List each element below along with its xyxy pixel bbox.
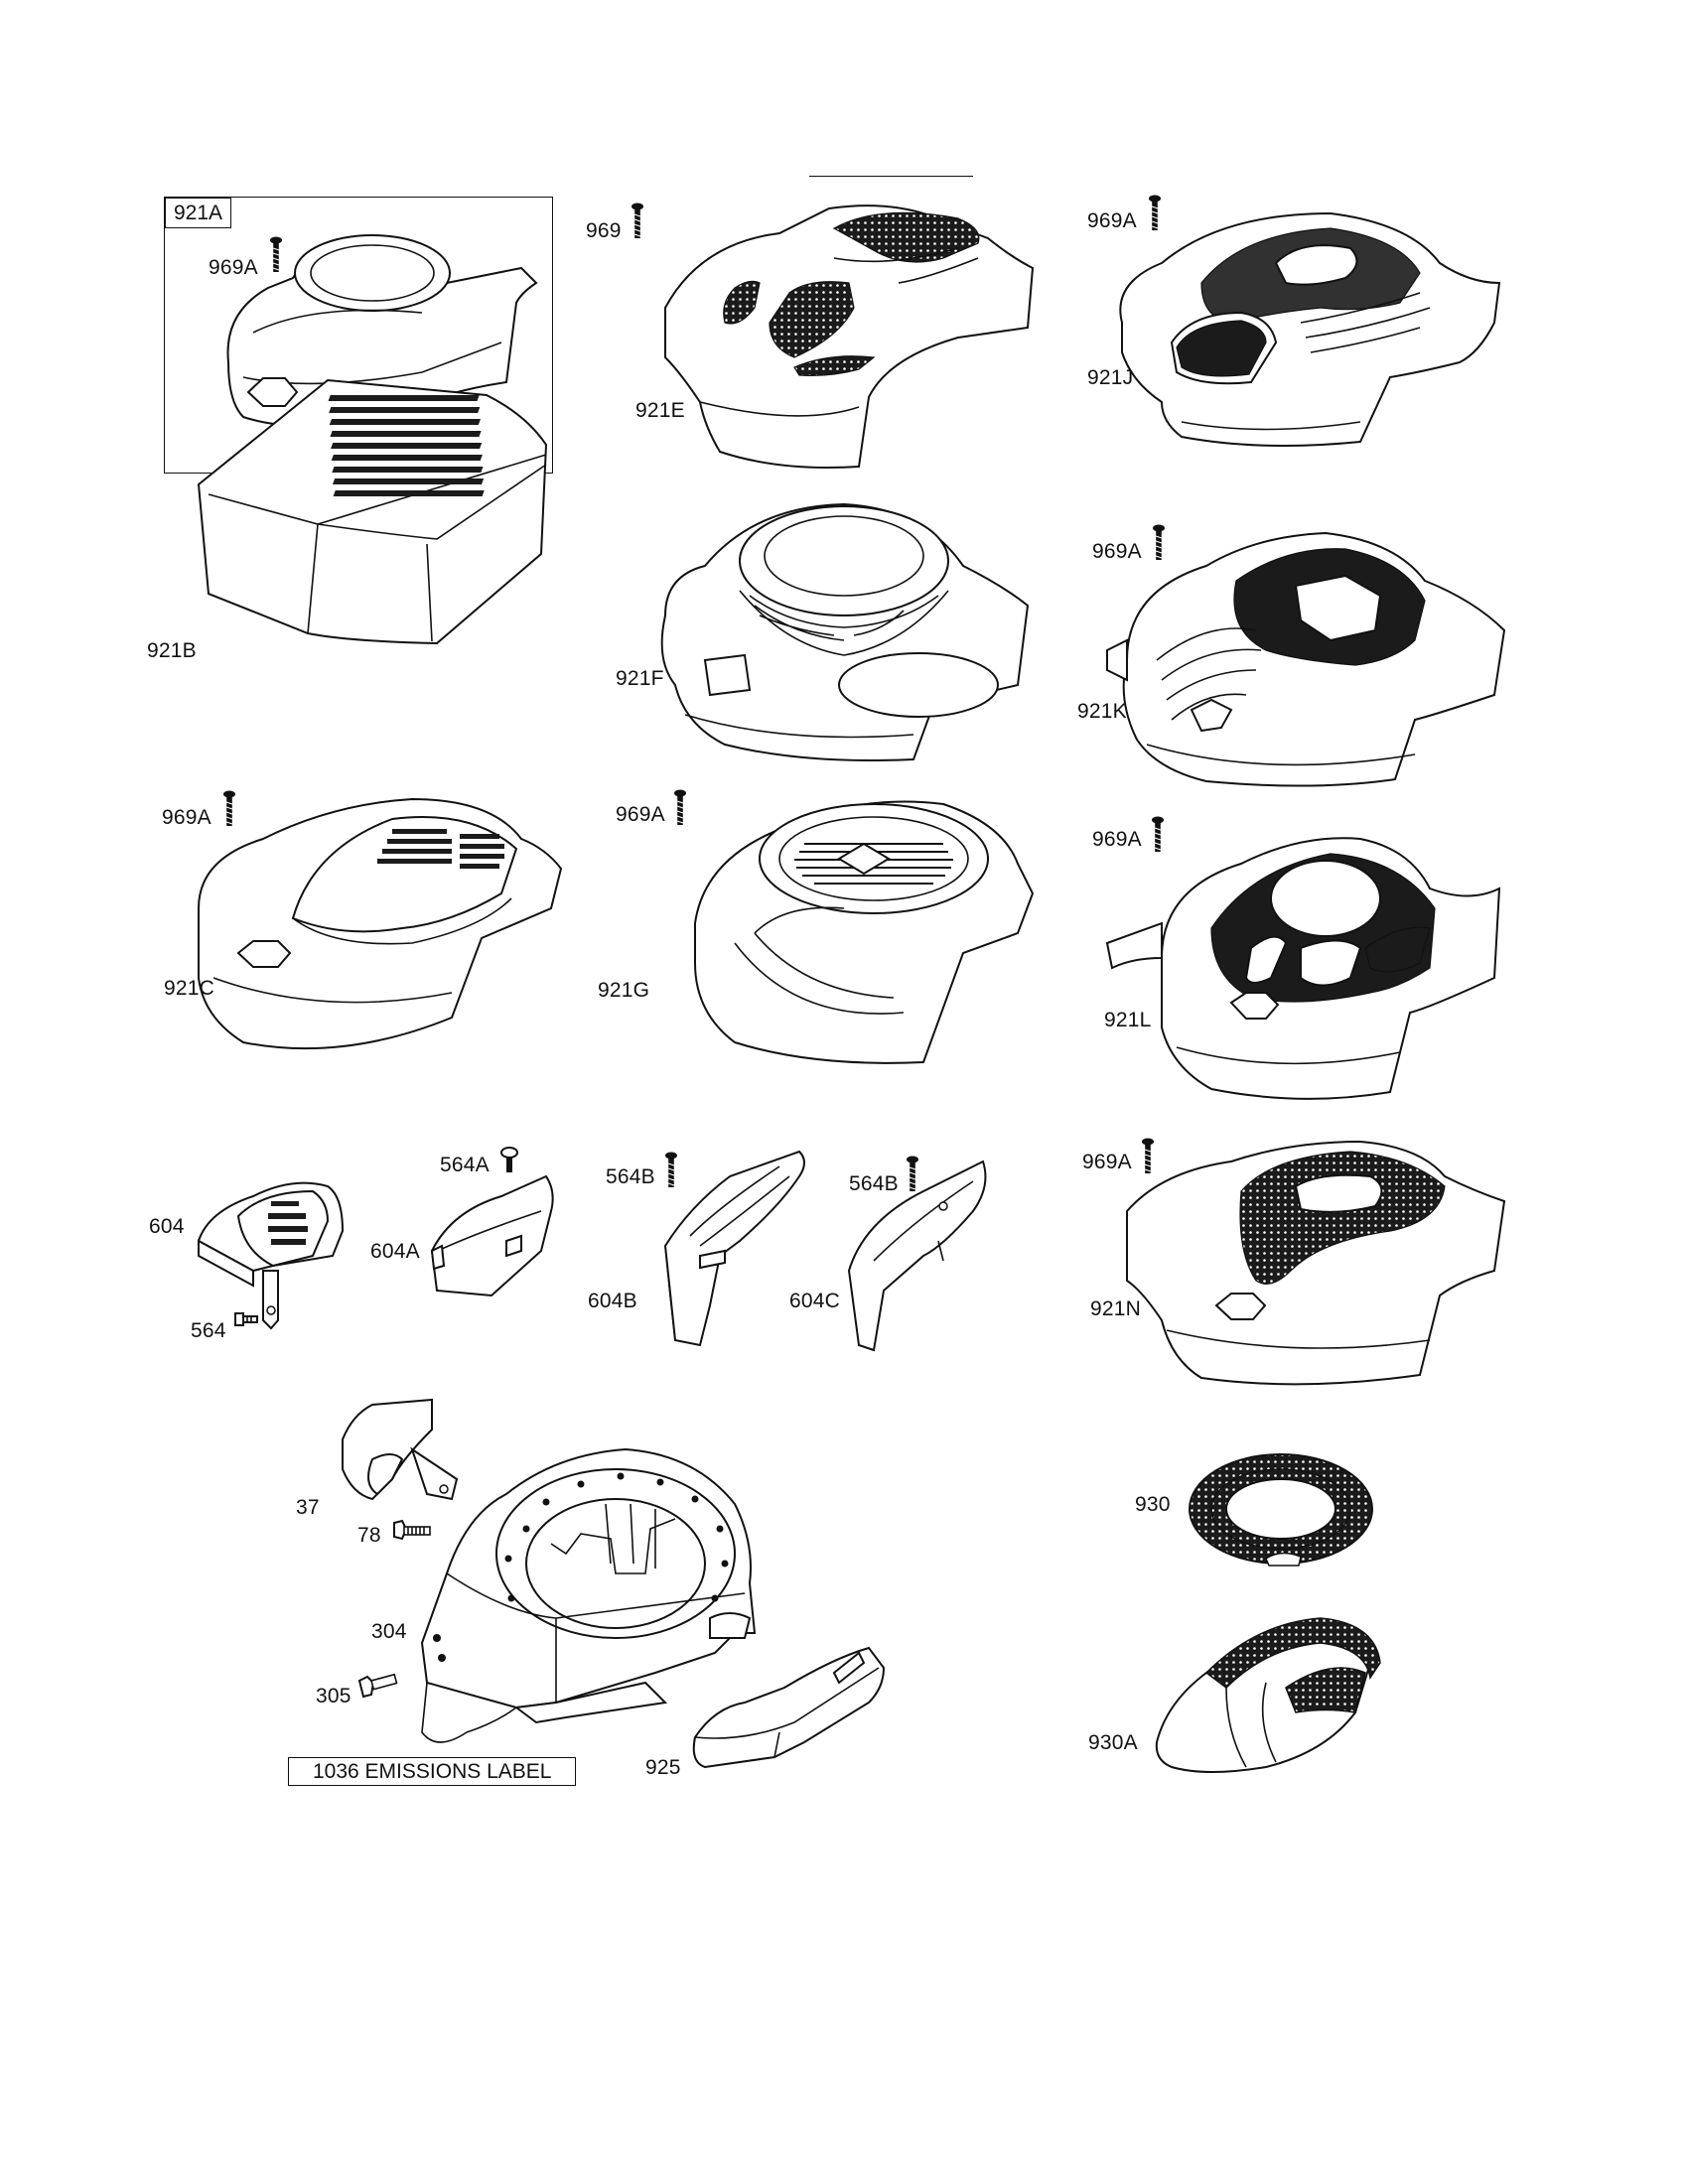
callout-604: 604 [149,1215,185,1238]
guard-icon [663,1150,805,1347]
callout-930: 930 [1135,1493,1171,1516]
callout-921b: 921B [147,639,197,662]
bolt-icon [500,1147,518,1172]
callout-921c: 921C [164,977,215,1000]
callout-921l: 921L [1104,1009,1152,1031]
callout-921f: 921F [616,667,664,690]
screw-icon [631,203,644,239]
bolt-icon [234,1312,258,1326]
callout-969a: 969A [1082,1151,1132,1173]
callout-564b: 564B [606,1165,655,1188]
bolt-icon [393,1519,431,1541]
blower-housing-icon [420,1447,757,1743]
shroud-icon [694,800,1035,1064]
callout-37: 37 [296,1496,320,1519]
callout-305: 305 [316,1685,351,1707]
shroud-icon [1105,837,1501,1100]
shroud-icon [198,797,563,1050]
callout-921n: 921N [1090,1297,1142,1320]
callout-564: 564 [191,1319,226,1342]
callout-969a: 969A [616,803,665,826]
shroud-icon [660,502,1030,761]
callout-969: 969 [586,219,622,242]
guard-icon [197,1181,345,1330]
callout-930a: 930A [1088,1731,1138,1754]
callout-969a: 969A [1092,540,1142,563]
callout-921e: 921E [635,399,685,422]
callout-921g: 921G [598,979,650,1002]
callout-969a: 969A [209,256,258,279]
shroud-icon [1106,531,1506,787]
shroud-icon [197,378,548,645]
guard-icon [1189,1453,1373,1567]
emissions-label: 1036 EMISSIONS LABEL [288,1757,577,1786]
callout-78: 78 [357,1524,381,1547]
callout-921a: 921A [165,198,232,228]
callout-304: 304 [371,1620,407,1643]
guard-icon [692,1646,886,1769]
callout-921j: 921J [1087,366,1134,389]
callout-564b: 564B [849,1172,899,1195]
callout-564a: 564A [440,1154,490,1176]
callout-604b: 604B [588,1290,637,1312]
callout-921k: 921K [1077,700,1127,723]
guard-icon [847,1160,987,1352]
callout-604a: 604A [370,1240,420,1263]
shroud-icon [1126,1140,1506,1386]
bolt-icon [357,1673,398,1699]
guard-icon [430,1174,554,1297]
top-rule [809,176,973,177]
callout-969a: 969A [1087,209,1137,232]
callout-969a: 969A [162,806,211,829]
callout-925: 925 [645,1756,681,1779]
callout-969a: 969A [1092,828,1142,851]
shroud-icon [664,205,1035,469]
callout-604c: 604C [789,1290,841,1312]
guard-icon [342,1398,459,1501]
guard-icon [1155,1617,1381,1773]
shroud-icon [1119,211,1501,447]
blower-housing-icon [226,234,538,427]
